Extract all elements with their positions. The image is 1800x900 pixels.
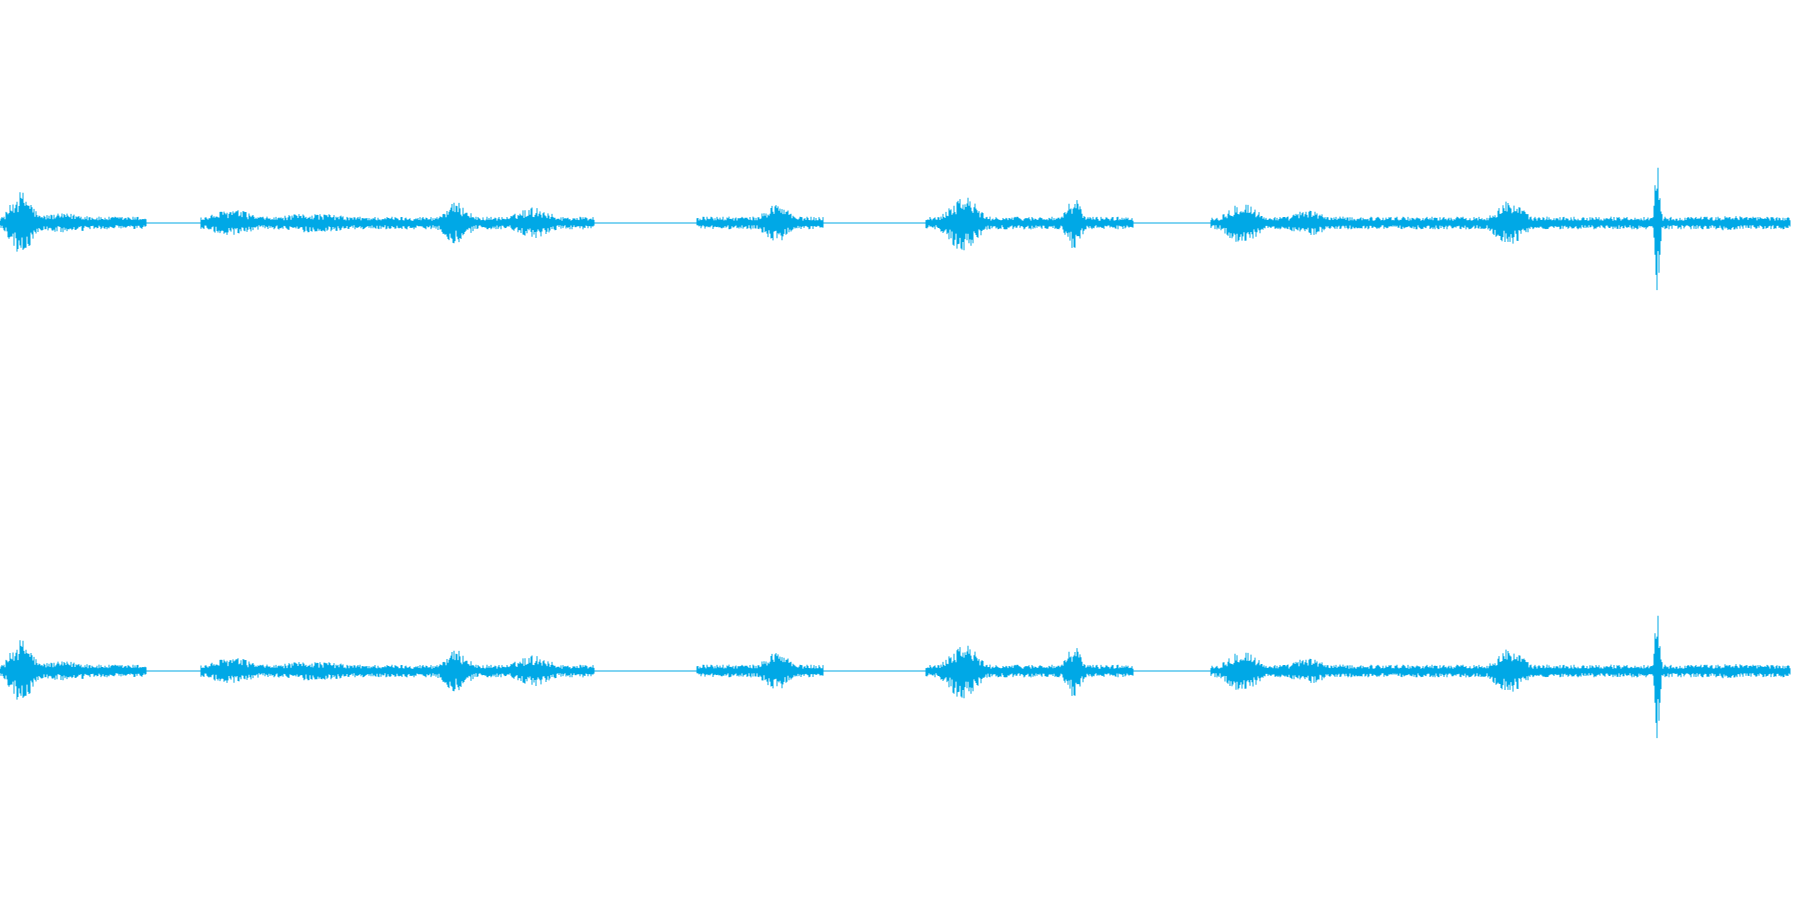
- waveform-channel-2[interactable]: [0, 615, 1791, 739]
- waveform-signal: [0, 615, 1791, 739]
- waveform-signal: [0, 167, 1791, 291]
- waveform-channel-1[interactable]: [0, 167, 1791, 291]
